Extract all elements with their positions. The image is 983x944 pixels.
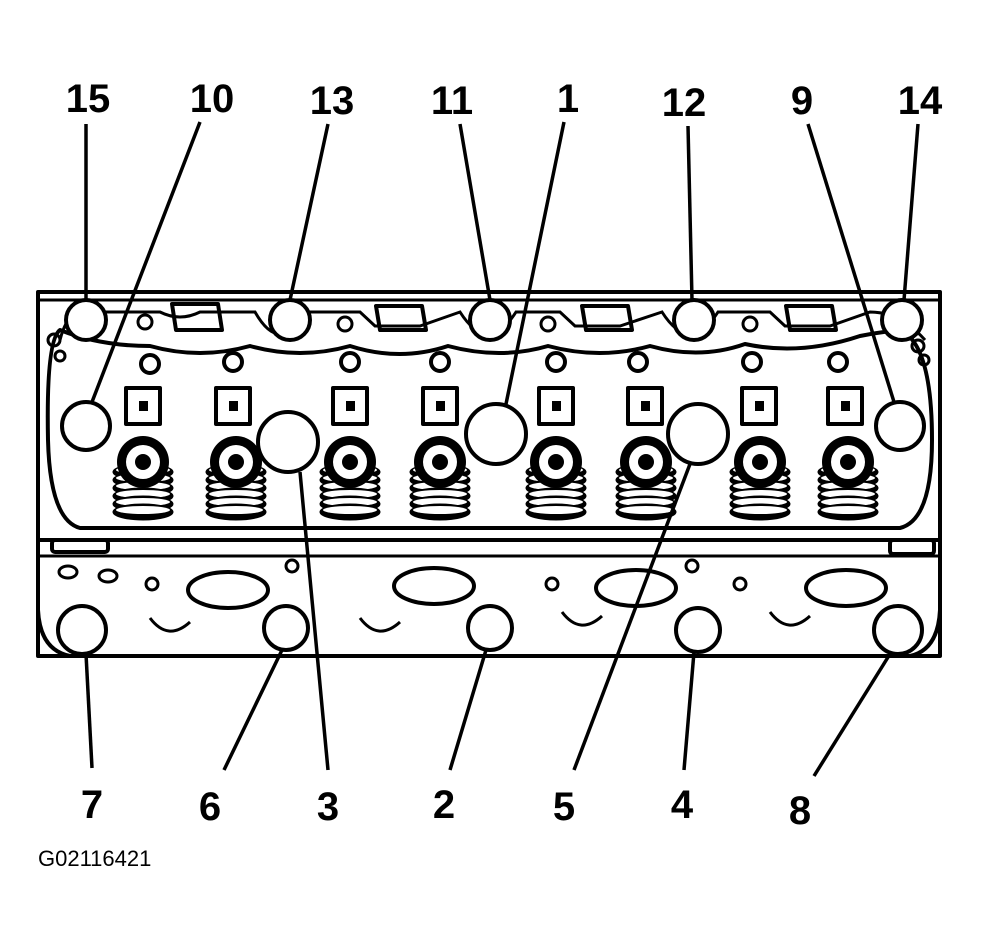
leader-14	[902, 123, 920, 301]
bolt-2	[466, 604, 514, 652]
callout-label-6: 6	[199, 785, 221, 829]
leader-9	[806, 123, 896, 403]
leader-lines	[84, 121, 920, 777]
valve-spring	[615, 436, 677, 521]
bolt-5	[666, 402, 730, 466]
callout-label-8: 8	[789, 789, 811, 833]
exhaust-ports	[50, 538, 936, 633]
leader-6	[222, 649, 284, 771]
rocker-pedestals	[124, 386, 864, 426]
valve-springs	[112, 436, 879, 521]
bolt-4	[674, 606, 722, 654]
bolt-7	[56, 604, 108, 656]
leader-13	[288, 123, 330, 301]
bolt-3	[256, 410, 320, 474]
bolt-14	[880, 298, 924, 342]
callout-label-12: 12	[662, 81, 707, 125]
leader-1	[504, 121, 566, 405]
bolt-13	[268, 298, 312, 342]
callout-label-4: 4	[671, 783, 694, 827]
bolt-12	[672, 298, 716, 342]
valve-spring	[319, 436, 381, 521]
callout-labels: 15 10 13 11 1 12 9 14 7 6 3 2 5 4 8	[66, 77, 943, 833]
callout-label-3: 3	[317, 785, 339, 829]
valve-spring	[729, 436, 791, 521]
callout-label-14: 14	[898, 79, 943, 123]
bolt-10	[60, 400, 112, 452]
valve-spring	[409, 436, 471, 521]
leader-5	[572, 463, 692, 771]
valve-spring	[205, 436, 267, 521]
bolt-8	[872, 604, 924, 656]
rail-slots	[46, 302, 931, 367]
bolt-15	[64, 298, 108, 342]
cylinder-head-outline	[36, 290, 942, 658]
leader-10	[90, 121, 202, 403]
leader-7	[84, 653, 94, 769]
callout-label-7: 7	[81, 783, 103, 827]
callout-label-1: 1	[557, 77, 579, 121]
leader-12	[686, 125, 694, 301]
valve-spring	[525, 436, 587, 521]
callout-label-11: 11	[431, 79, 473, 123]
pushrod-holes	[139, 351, 849, 375]
callout-label-13: 13	[310, 79, 355, 123]
callout-label-15: 15	[66, 77, 111, 121]
bolt-1	[464, 402, 528, 466]
leader-2	[448, 649, 488, 771]
figure-id: G02116421	[38, 846, 151, 871]
valve-spring	[817, 436, 879, 521]
bolt-6	[262, 604, 310, 652]
leader-4	[682, 651, 696, 771]
callout-label-9: 9	[791, 79, 813, 123]
leader-11	[458, 123, 492, 301]
callout-label-5: 5	[553, 785, 575, 829]
callout-label-2: 2	[433, 783, 455, 827]
callout-label-10: 10	[190, 77, 235, 121]
leader-3	[298, 471, 330, 771]
bolt-11	[468, 298, 512, 342]
valve-spring	[112, 436, 174, 521]
leader-8	[812, 653, 892, 777]
bolt-9	[874, 400, 926, 452]
head-bolts	[56, 298, 926, 656]
